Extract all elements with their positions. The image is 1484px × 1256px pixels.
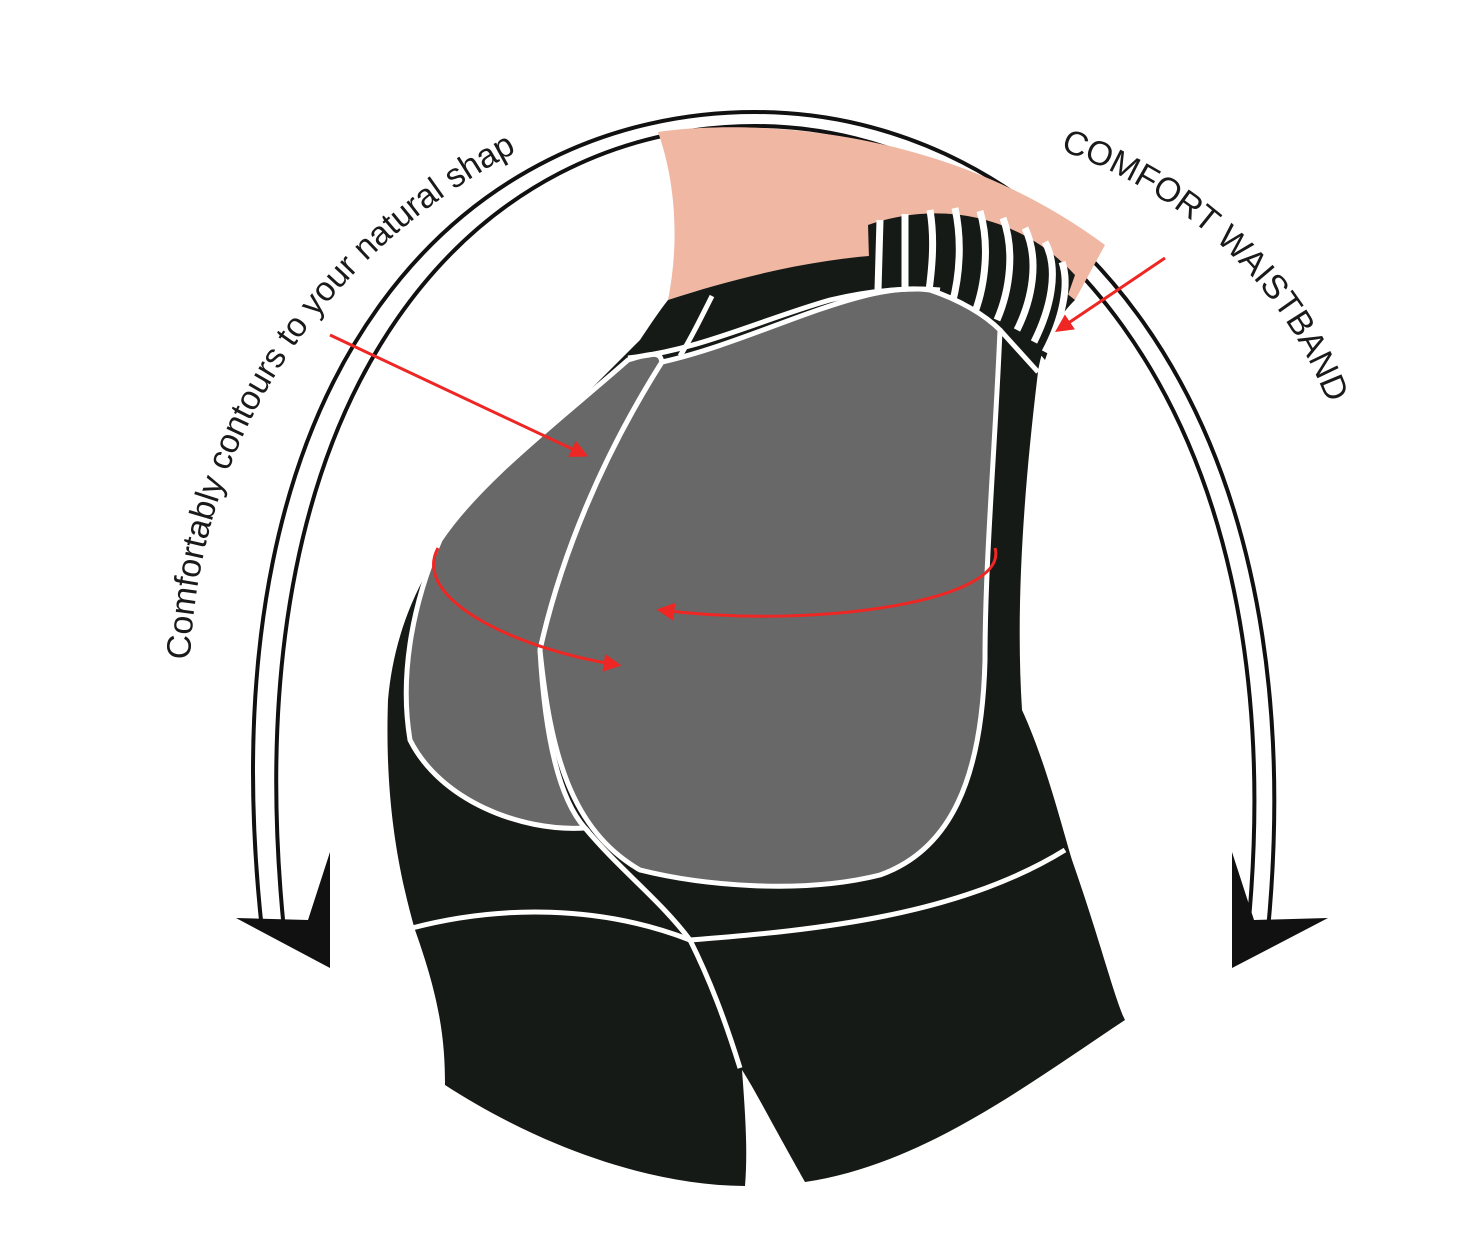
red-arrows [329,256,1166,672]
right-arc-label: COMFORT WAISTBAND [1057,122,1356,407]
seam-lines [411,286,1067,1069]
red-curve-arrow-icon [656,547,998,621]
red-pointer-arrow-icon [1055,256,1166,333]
waistband [868,207,1075,360]
red-pointer-arrow-icon [329,333,589,458]
panel-right-cheek [537,286,1003,889]
left-curved-arrow-icon [236,110,756,968]
red-curve-arrow-icon [432,547,622,672]
